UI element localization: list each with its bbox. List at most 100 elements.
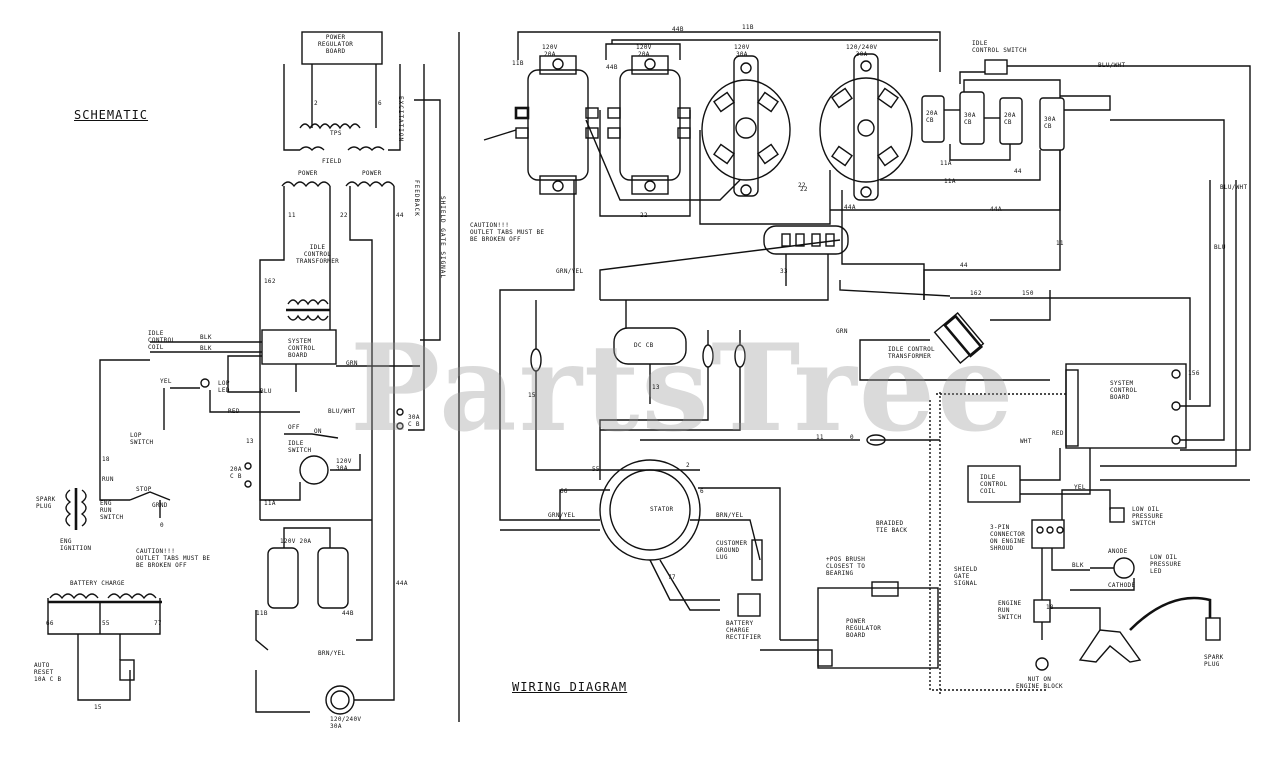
sch-wire-55: 55	[102, 620, 110, 627]
sch-wire-15: 15	[94, 704, 102, 711]
sch-wire-44a: 44A	[396, 580, 408, 587]
sch-recept-30a-label: 120V 30A	[336, 458, 352, 472]
sch-cb-30a-label: 30A C B	[408, 414, 420, 428]
wd-yel-label: YEL	[1074, 484, 1086, 491]
idle-control-switch	[984, 59, 1008, 75]
ignition-coil-right	[80, 489, 87, 527]
sch-tps-label: TPS	[330, 130, 342, 137]
wd-wire-label-22: 156	[1188, 370, 1200, 377]
wd-low-oil-led-label: LOW OIL PRESSURE LED	[1150, 554, 1182, 575]
sch-stop-label: STOP	[136, 486, 152, 493]
sch-wire-6: 6	[378, 100, 382, 107]
low-oil-led	[1113, 557, 1135, 579]
sch-wire-11b: 11B	[256, 610, 268, 617]
wd-blk-label: BLK	[1072, 562, 1084, 569]
wd-wire-label-10: 44	[960, 262, 968, 269]
sch-power-regulator-label: POWER REGULATOR BOARD	[318, 34, 354, 55]
wd-wire-label-20: 162	[970, 290, 982, 297]
sch-idle-coil-label: IDLE CONTROL COIL	[148, 330, 176, 351]
sch-wire-13: 13	[246, 438, 254, 445]
wd-recept-c-label: 120V 30A	[734, 44, 750, 58]
sch-wire-11: 11	[288, 212, 296, 219]
sch-blk2-label: BLK	[200, 345, 212, 352]
sch-shield-vertical: SHIELD GATE SIGNAL	[439, 196, 446, 280]
wd-wire-label-0: 11B	[512, 60, 524, 67]
wd-nut-on-block-label: NUT ON ENGINE BLOCK	[1016, 676, 1063, 690]
wd-wht-label: WHT	[1020, 438, 1032, 445]
wd-engine-run-switch-label: ENGINE RUN SWITCH	[998, 600, 1022, 621]
watermark: PartsTree	[350, 318, 1016, 459]
sch-wire-11a: 11A	[264, 500, 276, 507]
wd-wire-label-8: 22	[800, 186, 808, 193]
wd-wire-label-3: 11B	[742, 24, 754, 31]
wd-wire-label-1: 44B	[606, 64, 618, 71]
sch-wire-0: 0	[160, 522, 164, 529]
sch-spark-plug-label: SPARK PLUG	[36, 496, 56, 510]
wd-wire-label-24: 44	[1014, 168, 1022, 175]
sch-on-label: ON	[314, 428, 322, 435]
idle-transformer-top	[287, 299, 329, 306]
brush-holder	[871, 581, 899, 597]
sch-yel-label: YEL	[160, 378, 172, 385]
sch-wire-66: 66	[46, 620, 54, 627]
wd-wire-label-7: 44A	[844, 204, 856, 211]
sch-wire-162: 162	[264, 278, 276, 285]
scb-box	[261, 329, 337, 365]
schematic-panel	[47, 31, 441, 715]
wd-wire-label-5: 44A	[990, 206, 1002, 213]
power-regulator-wiring	[817, 587, 939, 669]
wd-breaker-1-label: 20A CB	[926, 110, 938, 124]
wd-grn-label: GRN	[836, 328, 848, 335]
power-regulator-board-box	[301, 31, 383, 65]
sch-blk1-label: BLK	[200, 334, 212, 341]
sch-blu-label: BLU	[260, 388, 272, 395]
sch-lop-led-label: LOP LED	[218, 380, 230, 394]
idle-coil-wiring	[967, 465, 1021, 503]
breaker-4	[1039, 97, 1065, 151]
battery-winding-right	[107, 593, 157, 600]
sch-eng-run-switch-label: ENG RUN SWITCH	[100, 500, 124, 521]
wd-stator-label: STATOR	[650, 506, 674, 513]
wd-brn-yel-label: BRN/YEL	[716, 512, 744, 519]
wd-wire-label-4: 11A	[940, 160, 952, 167]
sch-red-label: RED	[228, 408, 240, 415]
sch-grn-label: GRN	[346, 360, 358, 367]
wd-braided-label: BRAIDED TIE BACK	[876, 520, 908, 534]
receptacle-a	[527, 69, 589, 181]
schematic-title: SCHEMATIC	[74, 108, 149, 122]
wd-breaker-3-label: 20A CB	[1004, 112, 1016, 126]
recept-20a-left-symbol	[267, 547, 299, 609]
ground-nut	[1035, 657, 1049, 671]
sch-wire-44b: 44B	[342, 610, 354, 617]
wd-red-label: RED	[1052, 430, 1064, 437]
wd-spark-plug-label: SPARK PLUG	[1204, 654, 1224, 668]
recept-240-symbol	[325, 685, 355, 715]
sch-wire-44: 44	[396, 212, 404, 219]
sch-lop-switch-label: LOP SWITCH	[130, 432, 154, 446]
wd-idle-coil-label: IDLE CONTROL COIL	[980, 474, 1008, 495]
wd-wire-label-23: 150	[1022, 290, 1034, 297]
idle-transformer-bottom	[287, 314, 329, 321]
low-oil-switch	[1109, 507, 1125, 523]
sch-recept-240-label: 120/240V 30A	[330, 716, 362, 730]
power-winding-left	[281, 181, 331, 188]
lop-led-symbol	[200, 378, 210, 388]
sch-eng-ignition-label: ENG IGNITION	[60, 538, 92, 552]
battery-winding-left	[49, 593, 99, 600]
wd-wire-label-19: 15	[528, 392, 536, 399]
sch-excitation-vertical: EXCITATION	[397, 96, 404, 143]
wd-power-reg-label: POWER REGULATOR BOARD	[846, 618, 882, 639]
sch-power-right-label: POWER	[362, 170, 382, 177]
breaker-1	[921, 95, 945, 143]
sch-outlet-note: CAUTION!!! OUTLET TABS MUST BE BE BROKEN…	[136, 548, 211, 569]
receptacle-b	[619, 69, 681, 181]
sch-run-label: RUN	[102, 476, 114, 483]
sch-recept-20a-label: 120V 20A	[280, 538, 312, 545]
sch-battery-charge-label: BATTERY CHARGE	[70, 580, 125, 587]
sch-wire-77: 77	[154, 620, 162, 627]
wd-scb-label: SYSTEM CONTROL BOARD	[1110, 380, 1138, 401]
spark-plug-wiring	[1205, 617, 1221, 641]
wd-wire-label-26: 22	[640, 212, 648, 219]
wd-blu-label: BLU	[1214, 244, 1226, 251]
